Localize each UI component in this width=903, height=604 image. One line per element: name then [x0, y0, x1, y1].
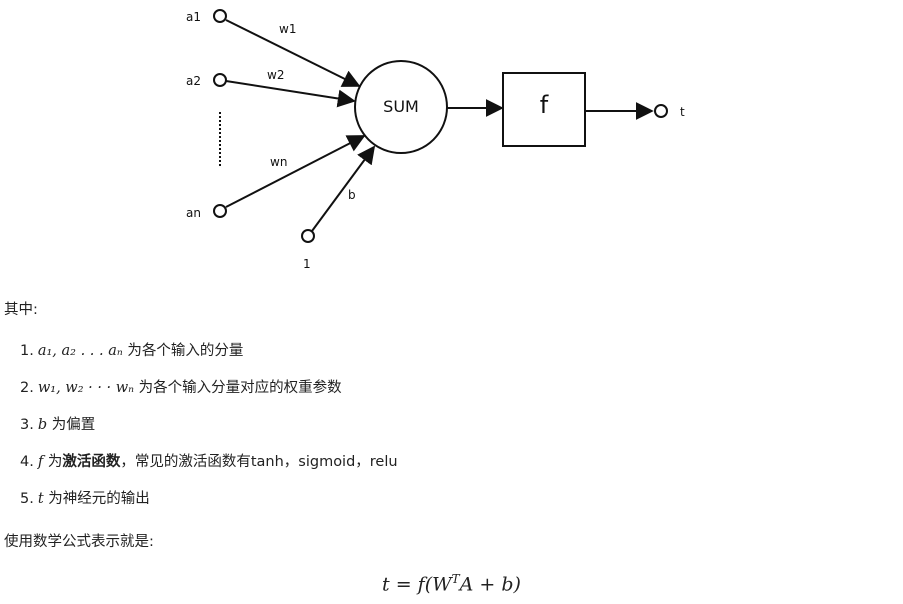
weight-label-wn: wn	[270, 155, 287, 169]
math-activation: f	[37, 454, 44, 470]
formula-lhs: t = f(W	[382, 573, 452, 596]
neuron-diagram: a1 a2 an w1 w2 wn b 1 SUM f t	[186, 9, 685, 271]
intro-text: 其中:	[4, 302, 38, 318]
math-inputs: a₁, a₂ . . . aₙ	[37, 343, 123, 359]
math-output: t	[37, 491, 44, 507]
list-text-tail: ，常见的激活函数有tanh，sigmoid，relu	[120, 454, 398, 470]
list-number: 5.	[20, 491, 34, 507]
list-text: 为偏置	[47, 417, 96, 433]
activation-label: f	[540, 91, 549, 119]
definition-list: 1.a₁, a₂ . . . aₙ 为各个输入的分量 2.w₁, w₂ · · …	[20, 340, 398, 525]
output-label: t	[680, 105, 685, 119]
list-bold-text: 激活函数	[62, 454, 121, 470]
list-text: 为各个输入的分量	[122, 343, 244, 359]
input-label-a1: a1	[186, 10, 201, 24]
weight-label-w2: w2	[267, 68, 284, 82]
input-node-a2	[213, 73, 227, 87]
bias-input-label: 1	[303, 257, 311, 271]
weight-label-w1: w1	[279, 22, 296, 36]
formula-superscript: T	[451, 572, 460, 586]
list-number: 3.	[20, 417, 34, 433]
list-number: 2.	[20, 380, 34, 396]
list-text: 为各个输入分量对应的权重参数	[134, 380, 342, 396]
sum-label: SUM	[383, 97, 419, 116]
list-text: 为	[43, 454, 63, 470]
formula: t = f(WTA + b)	[0, 572, 903, 595]
arrow-w1	[225, 19, 361, 87]
activation-box	[502, 72, 586, 147]
formula-rhs: A + b)	[459, 573, 521, 596]
list-text: 为神经元的输出	[43, 491, 150, 507]
bias-label: b	[348, 188, 356, 202]
list-number: 1.	[20, 343, 34, 359]
list-item: 1.a₁, a₂ . . . aₙ 为各个输入的分量	[20, 340, 398, 377]
math-weights: w₁, w₂ · · · wₙ	[37, 380, 135, 396]
list-item: 4.f 为激活函数，常见的激活函数有tanh，sigmoid，relu	[20, 451, 398, 488]
bias-node	[301, 229, 315, 243]
math-bias: b	[37, 417, 48, 433]
list-item: 3.b 为偏置	[20, 414, 398, 451]
input-node-a1	[213, 9, 227, 23]
arrow-wn	[225, 135, 366, 208]
arrow-w2	[225, 80, 356, 108]
list-item: 5.t 为神经元的输出	[20, 488, 398, 525]
list-number: 4.	[20, 454, 34, 470]
input-label-an: an	[186, 206, 201, 220]
input-label-a2: a2	[186, 74, 201, 88]
formula-intro: 使用数学公式表示就是:	[4, 534, 154, 550]
input-node-an	[213, 204, 227, 218]
arrow-b	[311, 145, 376, 232]
list-item: 2.w₁, w₂ · · · wₙ 为各个输入分量对应的权重参数	[20, 377, 398, 414]
output-node	[654, 104, 668, 118]
